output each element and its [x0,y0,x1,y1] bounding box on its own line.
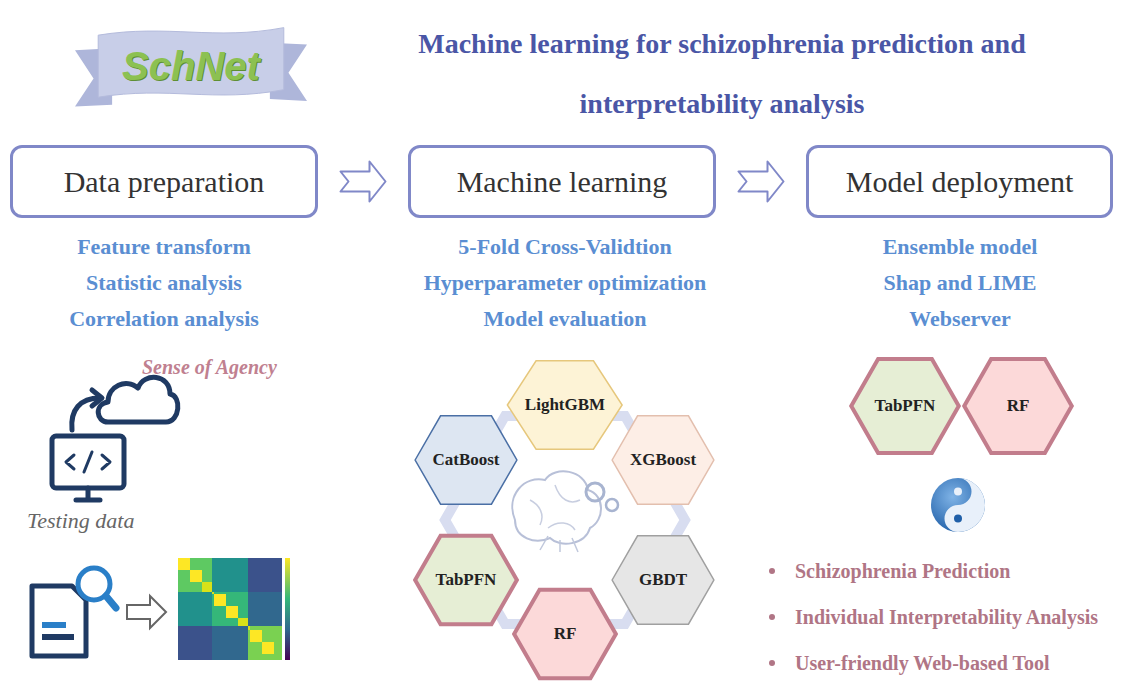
stage-name: Model deployment [846,165,1073,199]
node-content: SchNet [75,22,307,116]
step-item: 5-Fold Cross-Validtion [458,234,671,260]
logo-banner: SchNet [75,22,307,116]
step-item: Webserver [909,306,1010,332]
step-item: Model evaluation [483,306,646,332]
node-content: XGBoost [610,413,716,507]
stage-name: Machine learning [457,165,668,199]
feature-bullet: Individual Interpretability Analysis [795,606,1098,629]
heatmap [178,558,290,660]
model-name: TabPFN [436,570,497,590]
stage-box: Machine learning [408,145,716,218]
model-hexagon: GBDT [610,533,716,627]
model-hexagon: RF [512,587,618,681]
hexagon-outline [508,361,623,449]
step-item: Feature transform [77,234,251,260]
hexagon-outline [514,590,616,678]
node-content: Data preparation [13,148,315,215]
stage-box: Data preparation [10,145,318,218]
node-content: TabPFN [849,356,961,456]
hollow-arrow-connector [341,162,386,202]
model-name: RF [554,624,577,644]
yin-yang-icon [931,478,985,532]
title: Machine learning for schizophrenia predi… [402,14,1042,134]
hexagon-outline [415,416,517,504]
node-content: Machine learning [411,148,713,215]
model-hexagon: LightGBM [505,358,625,452]
node-content: Model deployment [809,148,1110,215]
data-caption: Sense of Agency [142,356,277,379]
node-content: RF [512,587,618,681]
document-icon [32,568,116,656]
model-name: TabPFN [875,396,936,416]
model-name: XGBoost [630,450,696,470]
model-hexagon: TabPFN [413,533,519,627]
node-content: LightGBM [505,358,625,452]
hexagon-outline [415,536,517,624]
hollow-arrow [127,596,166,628]
stage-name: Data preparation [64,165,265,199]
logo-text: SchNet [122,44,260,89]
model-name: RF [1007,396,1030,416]
model-hexagon: XGBoost [610,413,716,507]
model-hexagon: TabPFN [849,356,961,456]
hexagon-outline [612,536,714,624]
hollow-arrow-connector [739,162,784,202]
feature-bullet: Schizophrenia Prediction [795,560,1010,583]
step-item: Shap and LIME [884,270,1037,296]
hexagon-outline [612,416,714,504]
computer-icon [52,377,178,500]
model-hexagon: CatBoost [413,413,519,507]
icon-caption: Testing data [27,508,134,534]
stage-box: Model deployment [806,145,1113,218]
step-item: Correlation analysis [69,306,259,332]
hexagon-outline [851,359,959,453]
ribbon-band [98,28,284,98]
bullet-dots [769,568,775,666]
step-item: Ensemble model [883,234,1038,260]
node-content: CatBoost [413,413,519,507]
model-name: CatBoost [432,450,499,470]
node-content: GBDT [610,533,716,627]
model-hexagon: RF [962,356,1074,456]
step-item: Statistic analysis [86,270,242,296]
feature-bullet: User-friendly Web-based Tool [795,652,1049,675]
step-item: Hyperparameter optimization [424,270,706,296]
model-name: LightGBM [525,395,605,415]
hexagon-outline [964,359,1072,453]
node-content: TabPFN [413,533,519,627]
node-content: RF [962,356,1074,456]
model-name: GBDT [639,570,687,590]
